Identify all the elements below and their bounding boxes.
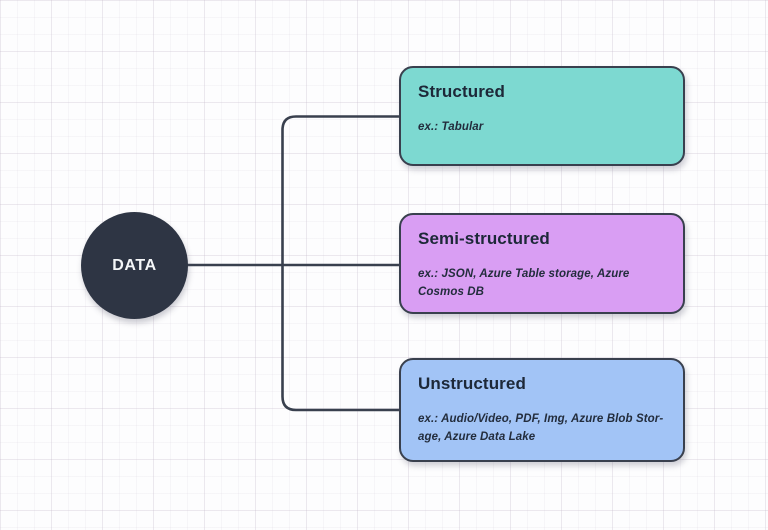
node-unstructured-title: Unstructured: [418, 374, 526, 393]
node-structured[interactable]: Structured ex.: Tabular: [399, 66, 685, 166]
node-semi-structured-subtitle: ex.: JSON, Azure Table storage, Azure Co…: [418, 268, 630, 298]
node-structured-title: Structured: [418, 82, 505, 101]
root-node-label: DATA: [112, 256, 157, 274]
node-unstructured[interactable]: Unstructured ex.: Audio/Video, PDF, Img,…: [399, 358, 685, 462]
node-semi-structured[interactable]: Semi-structured ex.: JSON, Azure Table s…: [399, 213, 685, 314]
node-unstructured-subtitle: ex.: Audio/Video, PDF, Img, Azure Blob S…: [418, 413, 664, 443]
node-semi-structured-title: Semi-structured: [418, 229, 550, 248]
connector-branch-unstructured[interactable]: [281, 265, 401, 412]
node-structured-subtitle: ex.: Tabular: [418, 121, 484, 133]
connector-branch-structured[interactable]: [281, 115, 401, 266]
root-node-data[interactable]: DATA: [81, 212, 188, 319]
